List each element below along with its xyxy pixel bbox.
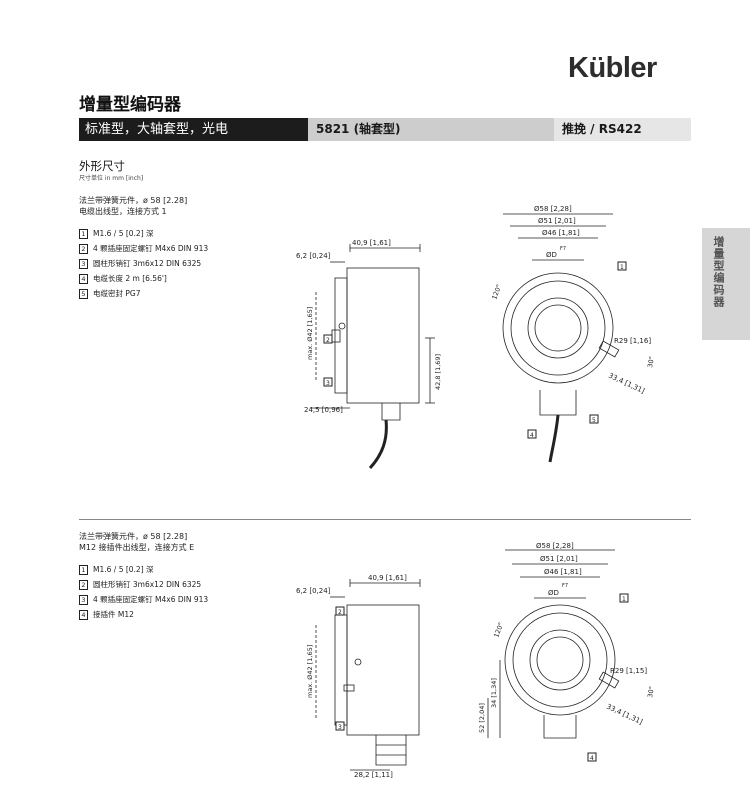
- dim-flange: 6,2 [0,24]: [296, 252, 331, 260]
- dim2-dia42: max. Ø42 [1,65]: [306, 645, 314, 698]
- dim2-flange: 6,2 [0,24]: [296, 587, 331, 595]
- dim-angle120: 120°: [490, 283, 503, 300]
- dim2-h52: 52 [2,04]: [478, 703, 486, 733]
- dim-top-width: 40,9 [1,61]: [352, 239, 391, 247]
- dim2-d46: Ø46 [1,81]: [544, 568, 582, 576]
- section-divider: [79, 519, 691, 520]
- section2-subtitle: M12 接插件出线型，连接方式 E: [79, 543, 195, 552]
- dim2-r29: R29 [1,15]: [610, 667, 647, 675]
- dim-d33: 33,4 [1,31]: [607, 372, 646, 396]
- section2-side-drawing: 40,9 [1,61] 6,2 [0,24] 28,2 [1,11] max. …: [296, 574, 421, 779]
- dim-dD: ØD: [546, 251, 557, 259]
- product-category: 标准型，大轴套型，光电: [79, 118, 308, 141]
- dim-h42: 42,8 [1,69]: [434, 354, 442, 390]
- dim-dia42: max. Ø42 [1,65]: [306, 307, 314, 360]
- page-title: 增量型编码器: [79, 95, 181, 115]
- product-output: 推挽 / RS422: [554, 118, 691, 141]
- dim2-d58: Ø58 [2,28]: [536, 542, 574, 550]
- dim2-angle30: 30°: [646, 686, 656, 699]
- callout2-4: 4: [590, 755, 594, 762]
- dim2-d33: 33,4 [1,31]: [605, 703, 644, 727]
- dimensions-unit-note: 尺寸单位 in mm [inch]: [79, 175, 144, 182]
- dimensions-heading: 外形尺寸: [79, 159, 125, 173]
- dim-bottom-width: 24,5 [0,96]: [304, 406, 343, 414]
- dim-d51: Ø51 [2,01]: [538, 217, 576, 225]
- dim2-angle120: 120°: [492, 621, 505, 638]
- kubler-logo: Kübler: [568, 52, 657, 84]
- section2-title: 法兰带弹簧元件，ø 58 [2.28]: [79, 532, 188, 541]
- section1-subtitle: 电缆出线型，连接方式 1: [79, 207, 167, 216]
- callout-5: 5: [592, 417, 596, 424]
- side-tab: 增量型编码器: [702, 228, 750, 340]
- dim2-f7: F7: [562, 583, 568, 589]
- section1-title: 法兰带弹簧元件，ø 58 [2.28]: [79, 196, 188, 205]
- dim-d58: Ø58 [2,28]: [534, 205, 572, 213]
- side-tab-label: 增量型编码器: [712, 236, 725, 308]
- dim2-dD: ØD: [548, 589, 559, 597]
- dim-d46: Ø46 [1,81]: [542, 229, 580, 237]
- dim-angle30: 30°: [646, 356, 656, 369]
- product-model: 5821 (轴套型): [308, 118, 554, 141]
- dim-f7: F7: [560, 246, 566, 252]
- section1-front-drawing: Ø58 [2,28] Ø51 [2,01] Ø46 [1,81] ØD F7 1…: [490, 205, 656, 463]
- dim2-top-width: 40,9 [1,61]: [368, 574, 407, 582]
- section2-front-drawing: Ø58 [2,28] Ø51 [2,01] Ø46 [1,81] ØD F7 1…: [478, 542, 656, 762]
- dim2-d51: Ø51 [2,01]: [540, 555, 578, 563]
- callout-2: 2: [326, 337, 330, 344]
- callout-4: 4: [530, 432, 534, 439]
- dim-r29: R29 [1,16]: [614, 337, 651, 345]
- callout2-1: 1: [622, 596, 626, 603]
- callout-1: 1: [620, 264, 624, 271]
- callout2-2: 2: [338, 609, 342, 616]
- dim2-h34: 34 [1,34]: [490, 678, 498, 708]
- dim2-bottom-width: 28,2 [1,11]: [354, 771, 393, 779]
- callout2-3: 3: [338, 724, 342, 731]
- section1-side-drawing: 40,9 [1,61] 6,2 [0,24] 24,5 [0,96] max. …: [296, 239, 442, 470]
- product-bar: 标准型，大轴套型，光电 5821 (轴套型) 推挽 / RS422: [79, 118, 691, 141]
- callout-3: 3: [326, 380, 330, 387]
